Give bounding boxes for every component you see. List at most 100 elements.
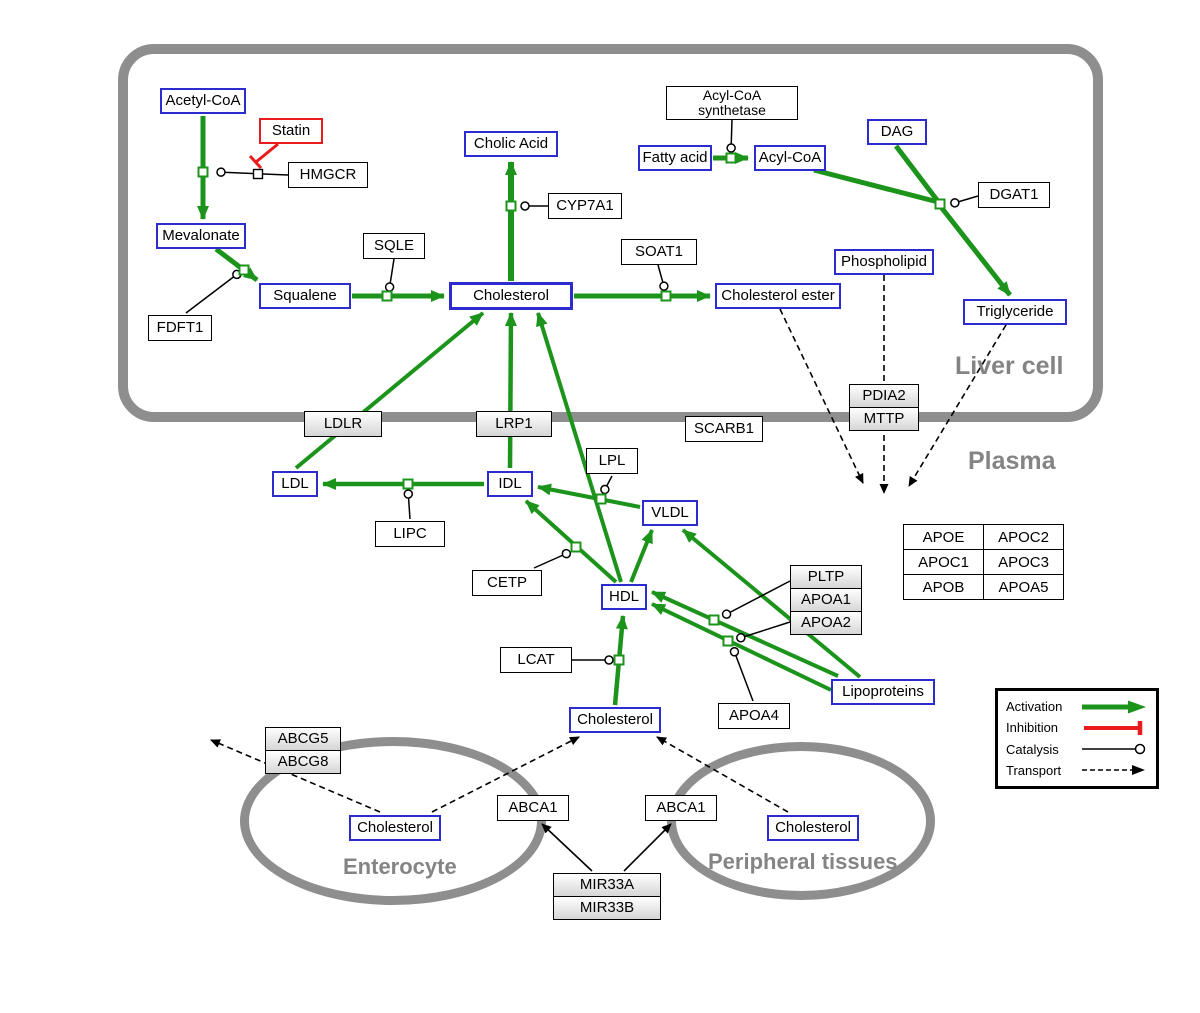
- node-fdft1[interactable]: FDFT1: [148, 315, 212, 341]
- node-acyl-coa[interactable]: Acyl-CoA: [754, 145, 826, 171]
- edge-hdl-cholesterol-uptake: [536, 312, 623, 583]
- node-acetyl-coa[interactable]: Acetyl-CoA: [160, 88, 246, 114]
- edge-lipc-catalysis: [403, 489, 414, 520]
- edge-lpl-catalysis: [600, 475, 613, 495]
- node-fatty-acid[interactable]: Fatty acid: [638, 145, 712, 171]
- peripheral-tissues-membrane: [667, 742, 935, 900]
- acyl-coa-synthetase-line1: Acyl-CoA: [702, 87, 762, 104]
- node-abca1-enterocyte[interactable]: ABCA1: [497, 795, 569, 821]
- node-cyp7a1[interactable]: CYP7A1: [548, 193, 622, 219]
- node-apoa4[interactable]: APOA4: [718, 703, 790, 729]
- node-lipc[interactable]: LIPC: [375, 521, 445, 547]
- mir33-edges: [541, 823, 672, 872]
- node-lipoproteins[interactable]: Lipoproteins: [831, 679, 935, 705]
- edge-acylcoasynthetase-catalysis: [726, 119, 736, 153]
- activation-arrow-icon: [1082, 700, 1146, 714]
- node-cholesterol-ester[interactable]: Cholesterol ester: [715, 283, 841, 309]
- node-mevalonate[interactable]: Mevalonate: [156, 223, 246, 249]
- edge-sqle-catalysis: [384, 258, 395, 292]
- edge-vldl-idl: [537, 483, 641, 509]
- legend-activation-row: Activation: [1006, 696, 1148, 717]
- legend-transport-row: Transport: [1006, 760, 1148, 781]
- edge-lipoproteins-vldl: [681, 528, 862, 679]
- node-apoa5[interactable]: APOA5: [984, 575, 1064, 600]
- node-lcat[interactable]: LCAT: [500, 647, 572, 673]
- node-soat1[interactable]: SOAT1: [621, 239, 697, 265]
- legend-catalysis-row: Catalysis: [1006, 739, 1148, 760]
- node-cholesterol-enterocyte[interactable]: Cholesterol: [349, 815, 441, 841]
- node-dag[interactable]: DAG: [867, 119, 927, 145]
- node-apoa2[interactable]: APOA2: [790, 611, 862, 635]
- edge-hdl-vldl: [629, 529, 654, 583]
- legend-inhibition-row: Inhibition: [1006, 717, 1148, 738]
- node-cholic-acid[interactable]: Cholic Acid: [464, 131, 558, 157]
- node-mir33a[interactable]: MIR33A: [553, 873, 661, 897]
- legend-catalysis-label: Catalysis: [1006, 741, 1059, 757]
- transport-edges: [210, 275, 1007, 813]
- node-scarb1[interactable]: SCARB1: [685, 416, 763, 442]
- edge-soat1-catalysis: [657, 264, 669, 291]
- inhibition-tbar-icon: [1084, 720, 1143, 735]
- node-cholesterol-liver[interactable]: Cholesterol: [449, 282, 573, 310]
- hmgcr-binding-anchor: [252, 168, 264, 180]
- edge-apoa2-catalysis: [736, 621, 791, 643]
- node-pdia2[interactable]: PDIA2: [849, 384, 919, 408]
- peripheral-tissues-label: Peripheral tissues: [708, 849, 898, 874]
- node-hdl[interactable]: HDL: [601, 584, 647, 610]
- edge-peripheral-cholesterol-efflux: [656, 736, 789, 813]
- node-hmgcr[interactable]: HMGCR: [288, 162, 368, 188]
- legend-inhibition-label: Inhibition: [1006, 720, 1059, 736]
- catalysis-edges: [185, 119, 979, 702]
- node-cholesterol-peripheral[interactable]: Cholesterol: [767, 815, 859, 841]
- node-pltp[interactable]: PLTP: [790, 565, 862, 589]
- edge-hmgcr-catalysis: [216, 167, 289, 177]
- edge-lipoproteins-hdl-lower: [651, 602, 832, 692]
- node-idl[interactable]: IDL: [487, 471, 533, 497]
- reaction-anchors: [197, 152, 946, 666]
- node-apoc1[interactable]: APOC1: [904, 550, 984, 575]
- node-ldlr[interactable]: LDLR: [304, 411, 382, 437]
- apolipoprotein-table: APOE APOC2 APOC1 APOC3 APOB APOA5: [903, 524, 1064, 600]
- node-sqle[interactable]: SQLE: [363, 233, 425, 259]
- edge-pltp-catalysis: [721, 580, 791, 619]
- edge-acylcoa-dgat-junction: [813, 167, 939, 205]
- transport-arrow-icon: [1082, 765, 1145, 776]
- node-mir33b[interactable]: MIR33B: [553, 896, 661, 920]
- node-cholesterol-plasma[interactable]: Cholesterol: [569, 707, 661, 733]
- node-statin[interactable]: Statin: [259, 118, 323, 144]
- node-triglyceride[interactable]: Triglyceride: [963, 299, 1067, 325]
- node-lpl[interactable]: LPL: [586, 448, 638, 474]
- edge-cholesterol-abcg-efflux: [210, 739, 381, 813]
- node-apoc3[interactable]: APOC3: [984, 550, 1064, 575]
- node-abcg8[interactable]: ABCG8: [265, 750, 341, 774]
- node-mttp[interactable]: MTTP: [849, 407, 919, 431]
- edge-cholesterolester-secretion: [779, 308, 864, 484]
- node-abcg5[interactable]: ABCG5: [265, 727, 341, 751]
- legend-activation-label: Activation: [1006, 699, 1063, 715]
- node-ldl[interactable]: LDL: [272, 471, 318, 497]
- node-phospholipid[interactable]: Phospholipid: [834, 249, 934, 275]
- node-apoc2[interactable]: APOC2: [984, 525, 1064, 550]
- edge-enterocyte-cholesterol-efflux: [431, 736, 580, 813]
- node-vldl[interactable]: VLDL: [642, 500, 698, 526]
- edge-dag-dgat-junction: [894, 144, 939, 202]
- node-cetp[interactable]: CETP: [472, 570, 542, 596]
- enterocyte-membrane: [240, 737, 546, 905]
- legend-transport-label: Transport: [1006, 762, 1062, 778]
- statin-inhibition-tbar: [248, 154, 263, 170]
- node-apoe[interactable]: APOE: [904, 525, 984, 550]
- edge-dgat1-catalysis: [950, 195, 979, 208]
- node-acyl-coa-synthetase[interactable]: Acyl-CoA synthetase: [666, 86, 798, 120]
- node-dgat1[interactable]: DGAT1: [978, 182, 1050, 208]
- node-abca1-peripheral[interactable]: ABCA1: [645, 795, 717, 821]
- plasma-label: Plasma: [968, 447, 1056, 475]
- node-apob[interactable]: APOB: [904, 575, 984, 600]
- node-squalene[interactable]: Squalene: [259, 283, 351, 309]
- catalysis-circle-icon: [1082, 743, 1146, 755]
- node-lrp1[interactable]: LRP1: [476, 411, 552, 437]
- edge-ldl-cholesterol-uptake: [294, 311, 485, 470]
- edge-fdft1-catalysis: [185, 269, 242, 314]
- node-apoa1[interactable]: APOA1: [790, 588, 862, 612]
